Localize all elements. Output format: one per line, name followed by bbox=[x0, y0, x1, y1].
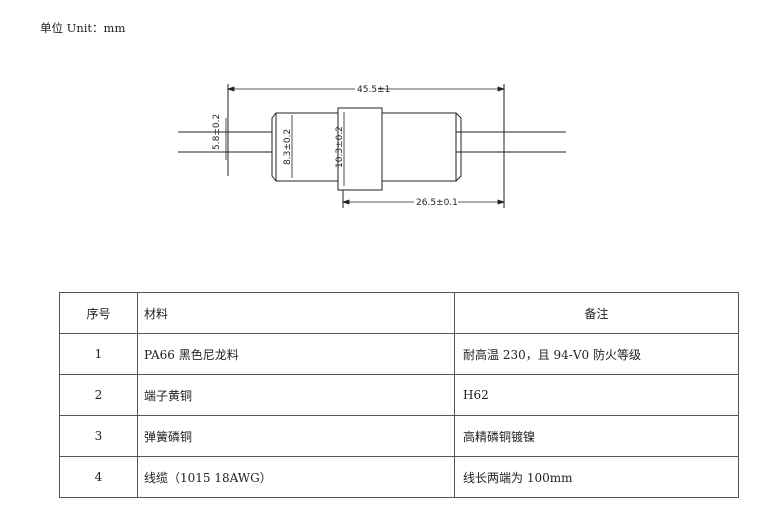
table-row: 2 端子黄铜 H62 bbox=[59, 374, 739, 416]
row-material: 弹簧磷铜 bbox=[137, 415, 455, 457]
row-no: 1 bbox=[59, 333, 138, 375]
row-note: H62 bbox=[454, 374, 739, 416]
row-material: PA66 黑色尼龙料 bbox=[137, 333, 455, 375]
row-no: 3 bbox=[59, 415, 138, 457]
table-row: 3 弹簧磷铜 高精磷铜镀镍 bbox=[59, 415, 739, 457]
row-no: 2 bbox=[59, 374, 138, 416]
row-note: 耐高温 230，且 94-V0 防火等级 bbox=[454, 333, 739, 375]
dim-body-dia: 10.3±0.2 bbox=[335, 126, 345, 168]
unit-label: 单位 Unit：mm bbox=[40, 21, 126, 35]
table-header-row: 序号 材料 备注 bbox=[59, 292, 739, 334]
dim-wire-dia: 5.8±0.2 bbox=[212, 114, 222, 150]
dim-body-length: 26.5±0.1 bbox=[416, 198, 458, 208]
material-table: 序号 材料 备注 1 PA66 黑色尼龙料 耐高温 230，且 94-V0 防火… bbox=[59, 292, 739, 498]
row-no: 4 bbox=[59, 456, 138, 498]
header-material: 材料 bbox=[137, 292, 455, 334]
header-no: 序号 bbox=[59, 292, 138, 334]
main-body bbox=[337, 107, 383, 191]
dim-end-dia: 8.3±0.2 bbox=[283, 129, 293, 165]
row-note: 高精磷铜镀镍 bbox=[454, 415, 739, 457]
row-material: 端子黄铜 bbox=[137, 374, 455, 416]
dim-total-length: 45.5±1 bbox=[357, 85, 390, 95]
table-row: 1 PA66 黑色尼龙料 耐高温 230，且 94-V0 防火等级 bbox=[59, 333, 739, 375]
technical-drawing: 45.5±1 26.5±0.1 5.8±0.2 8.3±0.2 10.3±0.2 bbox=[178, 84, 566, 208]
row-material: 线缆（1015 18AWG） bbox=[137, 456, 455, 498]
left-end-cap bbox=[271, 112, 339, 182]
right-end-section bbox=[382, 112, 462, 182]
table-row: 4 线缆（1015 18AWG） 线长两端为 100mm bbox=[59, 456, 739, 498]
row-note: 线长两端为 100mm bbox=[454, 456, 739, 498]
header-note: 备注 bbox=[454, 292, 739, 334]
